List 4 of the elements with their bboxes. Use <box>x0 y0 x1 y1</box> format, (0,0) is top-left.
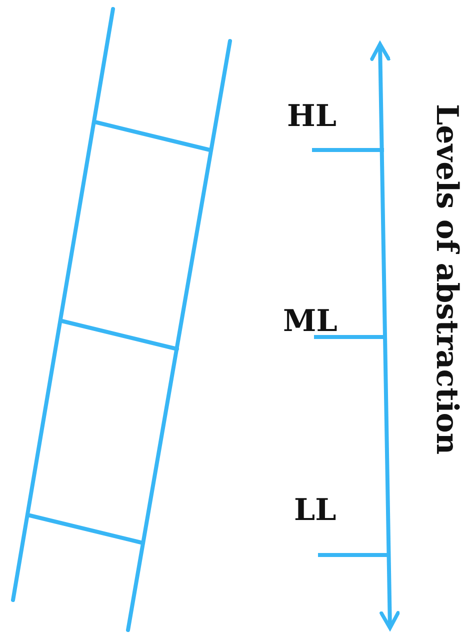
axis-title: Levels of abstraction <box>431 104 461 455</box>
level-label: HL <box>287 102 336 132</box>
level-label: ML <box>283 307 338 337</box>
level-label: LL <box>294 496 336 526</box>
